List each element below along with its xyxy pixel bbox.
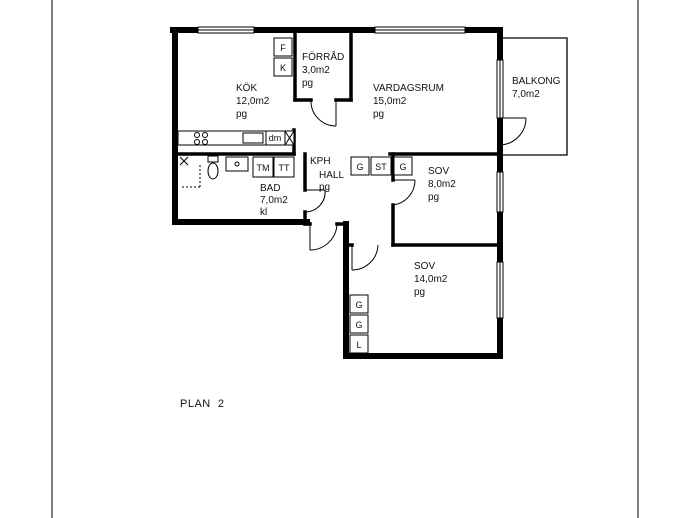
kitchen-counter [177,130,295,146]
room-bad: BAD 7,0m2 kl [260,183,288,218]
room-vardagsrum-floor: pg [373,109,384,120]
room-kok-floor: pg [236,109,247,120]
room-balkong-area: 7,0m2 [512,89,540,100]
room-forrad: FÖRRÅD 3,0m2 pg [302,50,344,89]
sov2-linen-closet-label: L [356,340,361,350]
forrad-f-label: F [280,43,286,53]
room-kok-area: 12,0m2 [236,96,270,107]
room-sov-2-name: SOV [414,261,435,272]
forrad-k-label: K [280,63,286,73]
room-sov-1: SOV 8,0m2 pg [428,166,456,203]
room-sov-1-area: 8,0m2 [428,179,456,190]
storage-boxes [252,37,413,354]
washing-machine-label: TM [257,163,270,173]
room-vardagsrum-name: VARDAGSRUM [373,83,444,94]
room-sov-2: SOV 14,0m2 pg [414,261,448,298]
room-bad-area: 7,0m2 [260,195,288,206]
room-balkong: BALKONG 7,0m2 [512,76,561,100]
room-hall-floor: pg [319,182,330,193]
room-forrad-name: FÖRRÅD [302,50,344,63]
room-sov-2-area: 14,0m2 [414,274,448,285]
bathroom-fixtures [179,155,249,188]
sov2-wardrobe-2-label: G [355,320,362,330]
sov2-wardrobe-1-label: G [355,300,362,310]
hall-wardrobe-1-label: G [356,162,363,172]
door-swings [304,99,527,271]
walls [170,27,503,359]
room-hall-kph: KPH [310,156,331,167]
room-forrad-floor: pg [302,78,313,89]
room-balkong-name: BALKONG [512,76,561,87]
dryer-label: TT [279,163,290,173]
room-sov-1-name: SOV [428,166,449,177]
hall-cleaning-closet-label: ST [375,162,387,172]
room-kok: KÖK 12,0m2 pg [236,82,270,120]
hall-wardrobe-2-label: G [399,162,406,172]
room-forrad-area: 3,0m2 [302,65,330,76]
room-sov-1-floor: pg [428,192,439,203]
room-bad-floor: kl [260,207,267,218]
dishwasher-label: dm [269,133,282,143]
room-bad-name: BAD [260,183,281,194]
room-hall: KPH HALL pg [310,156,344,193]
room-vardagsrum: VARDAGSRUM 15,0m2 pg [373,83,444,120]
room-kok-name: KÖK [236,82,257,94]
room-vardagsrum-area: 15,0m2 [373,96,407,107]
balcony [500,37,568,156]
plan-label: PLAN 2 [180,398,224,410]
interior-walls [173,28,502,247]
room-hall-name: HALL [319,170,344,181]
windows [197,26,504,319]
room-sov-2-floor: pg [414,287,425,298]
